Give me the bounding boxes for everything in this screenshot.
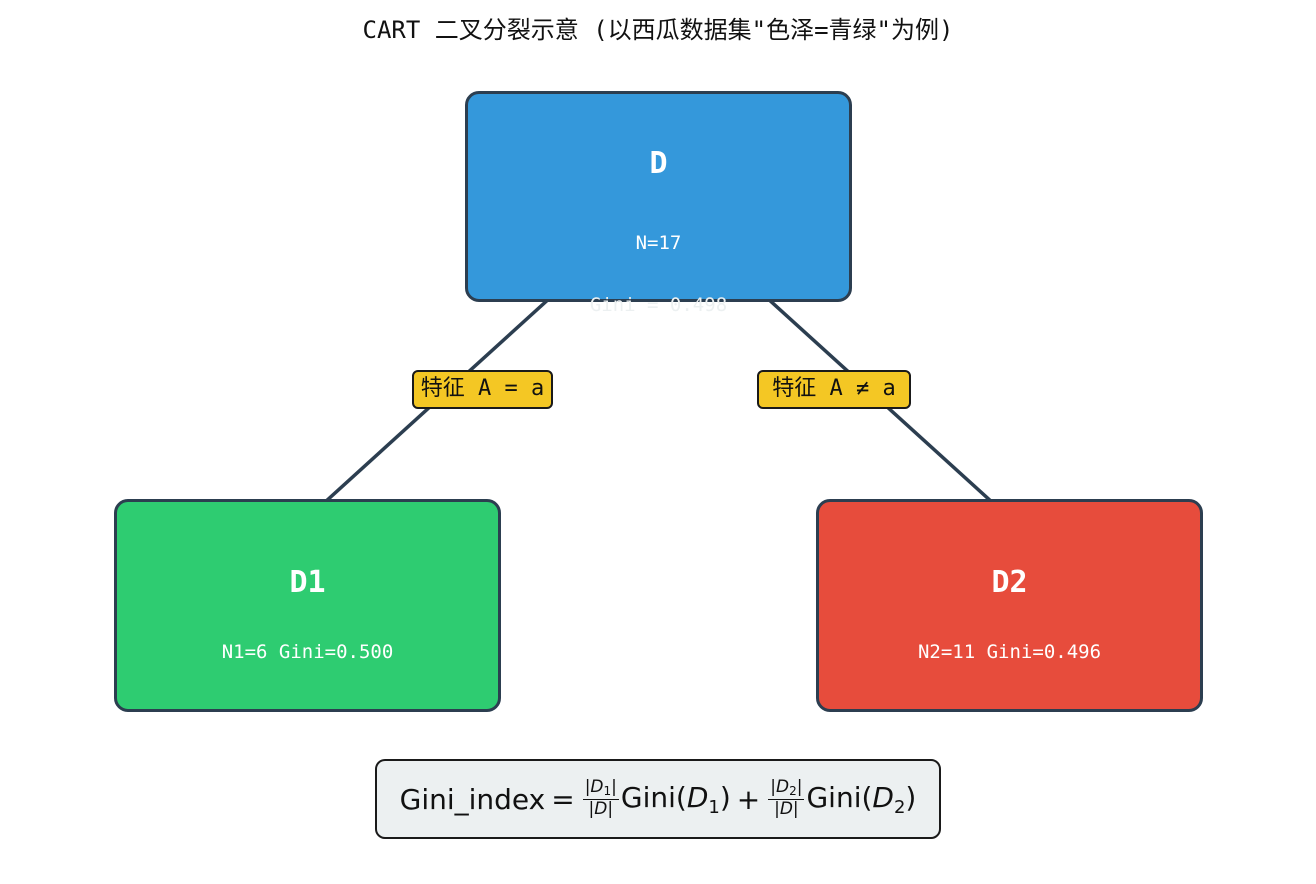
right-child-node: D2 N2=11 Gini=0.496 xyxy=(816,499,1203,712)
right-node-stats: N2=11 Gini=0.496 xyxy=(917,641,1102,663)
root-node-name: D xyxy=(649,146,668,181)
formula-plus: + xyxy=(736,782,761,816)
edge-label-right: 特征 A ≠ a xyxy=(757,370,911,409)
formula-fraction-d2: |D2| |D| xyxy=(768,777,805,820)
edge-label-left: 特征 A = a xyxy=(412,370,553,409)
left-child-node: D1 N1=6 Gini=0.500 xyxy=(114,499,501,712)
formula-gini-d1: Gini(D1) xyxy=(620,780,731,818)
formula-fraction-d1: |D1| |D| xyxy=(582,777,619,820)
left-node-name: D1 xyxy=(289,565,326,600)
gini-index-formula: Gini_index = |D1| |D| Gini(D1) + |D2| |D… xyxy=(375,759,941,839)
formula-lhs: Gini_index xyxy=(399,782,546,816)
left-node-stats: N1=6 Gini=0.500 xyxy=(221,641,394,663)
root-node-count: N=17 xyxy=(635,232,682,254)
root-node-gini: Gini = 0.498 xyxy=(589,294,728,316)
formula-equals: = xyxy=(551,782,575,816)
root-node: D N=17 xyxy=(465,91,852,302)
diagram-title: CART 二叉分裂示意 (以西瓜数据集"色泽=青绿"为例) xyxy=(362,16,954,44)
formula-gini-d2: Gini(D2) xyxy=(806,780,917,818)
right-node-name: D2 xyxy=(991,565,1028,600)
